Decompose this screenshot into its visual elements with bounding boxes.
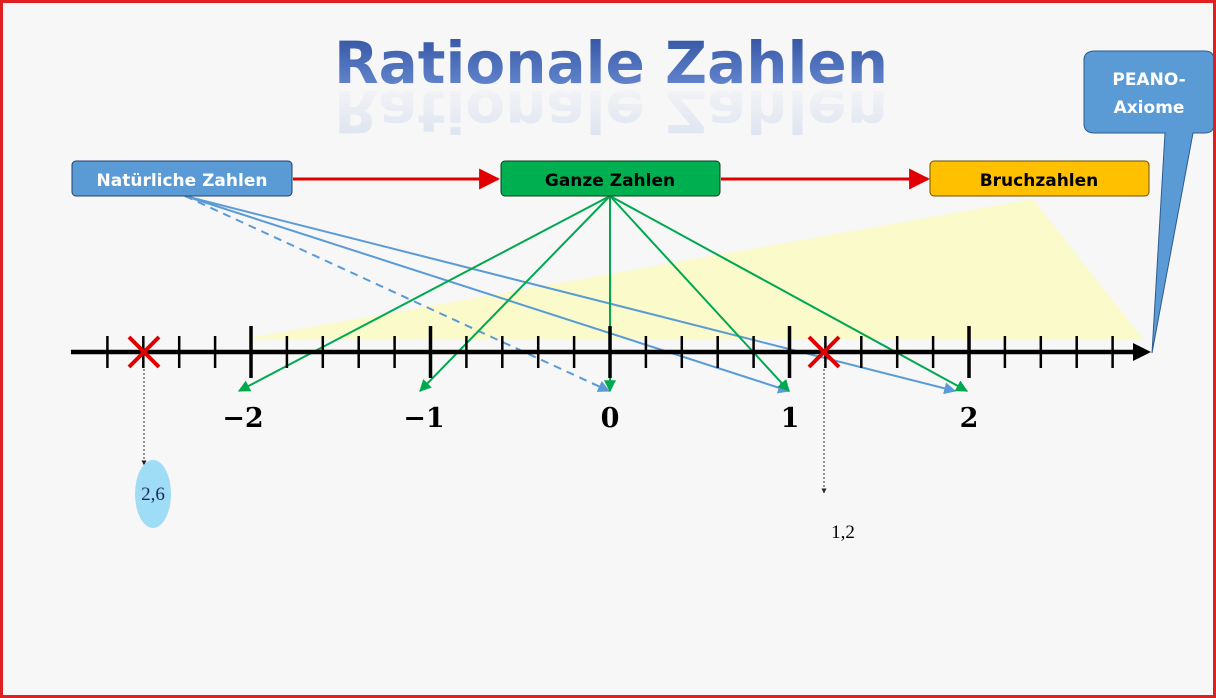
blue-arrow-to-1 bbox=[184, 195, 791, 394]
page-title: Rationale Zahlen bbox=[334, 29, 888, 97]
box-natuerliche-zahlen: Natürliche Zahlen bbox=[71, 160, 293, 197]
number-line-ticks bbox=[106, 326, 1114, 378]
ganz-arrows bbox=[237, 195, 969, 393]
natuerlich-arrows bbox=[184, 195, 957, 395]
cross-marker-right bbox=[807, 335, 841, 369]
number-line bbox=[71, 326, 1151, 378]
value-label-right: 1,2 bbox=[831, 522, 855, 543]
blue-arrow-to-0 bbox=[184, 195, 611, 392]
blue-arrow-to-2 bbox=[184, 195, 957, 395]
tick-label-0: 0 bbox=[601, 403, 620, 434]
callout-peano-line2: Axiome bbox=[1114, 98, 1185, 118]
tick-label-minus1: −1 bbox=[403, 403, 444, 434]
box-ganze-zahlen: Ganze Zahlen bbox=[500, 160, 721, 197]
value-label-left: 2,6 bbox=[141, 484, 165, 505]
number-line-arrowhead bbox=[1133, 343, 1151, 361]
callout-peano-line1: PEANO- bbox=[1112, 70, 1185, 90]
tick-label-1: 1 bbox=[781, 403, 800, 434]
callout-peano: PEANO- Axiome bbox=[1083, 50, 1213, 354]
highlight-region bbox=[243, 199, 1143, 339]
diagram-canvas: Rationale Zahlen Rationale Zahlen −2 −1 … bbox=[71, 29, 1213, 543]
tick-label-minus2: −2 bbox=[222, 403, 263, 434]
box-natuerliche-zahlen-label: Natürliche Zahlen bbox=[97, 171, 268, 191]
tick-label-2: 2 bbox=[960, 403, 979, 434]
green-arrow-to-minus2 bbox=[237, 195, 611, 392]
box-bruchzahlen-label: Bruchzahlen bbox=[980, 171, 1099, 191]
green-arrow-to-minus1 bbox=[419, 195, 611, 392]
green-arrow-to-1 bbox=[609, 195, 790, 392]
value-bubble bbox=[135, 460, 171, 528]
cross-marker-left bbox=[127, 335, 161, 369]
box-bruchzahlen: Bruchzahlen bbox=[929, 160, 1150, 197]
number-line-labels: −2 −1 0 1 2 bbox=[222, 403, 978, 434]
green-arrow-to-2 bbox=[609, 195, 969, 392]
page-title-reflection: Rationale Zahlen bbox=[334, 77, 888, 145]
box-ganze-zahlen-label: Ganze Zahlen bbox=[545, 171, 675, 191]
